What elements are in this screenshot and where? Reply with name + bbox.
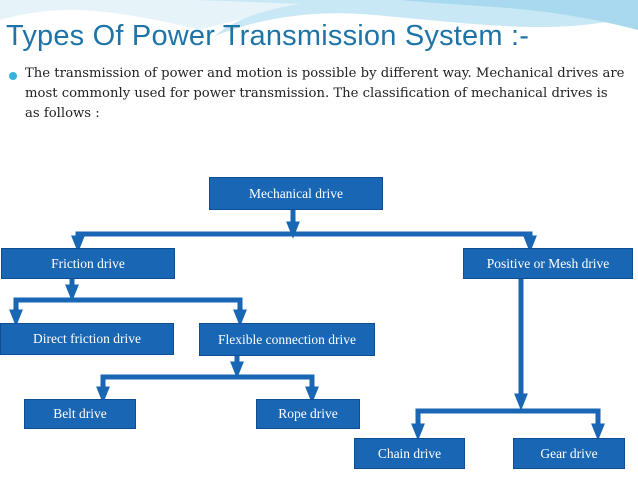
decorative-wave-header bbox=[0, 0, 638, 36]
slide-title: Types Of Power Transmission System :- bbox=[6, 20, 530, 52]
node-mechanical-drive: Mechanical drive bbox=[209, 177, 383, 210]
node-chain-drive: Chain drive bbox=[354, 438, 465, 469]
bullet-icon bbox=[9, 72, 17, 80]
node-gear-drive: Gear drive bbox=[513, 438, 625, 469]
node-flexible-connection-drive: Flexible connection drive bbox=[199, 323, 375, 356]
node-rope-drive: Rope drive bbox=[256, 399, 360, 429]
intro-paragraph: The transmission of power and motion is … bbox=[25, 66, 625, 121]
node-direct-friction-drive: Direct friction drive bbox=[0, 323, 174, 355]
node-belt-drive: Belt drive bbox=[24, 399, 136, 429]
node-positive-mesh-drive: Positive or Mesh drive bbox=[463, 248, 633, 279]
node-friction-drive: Friction drive bbox=[1, 248, 175, 279]
